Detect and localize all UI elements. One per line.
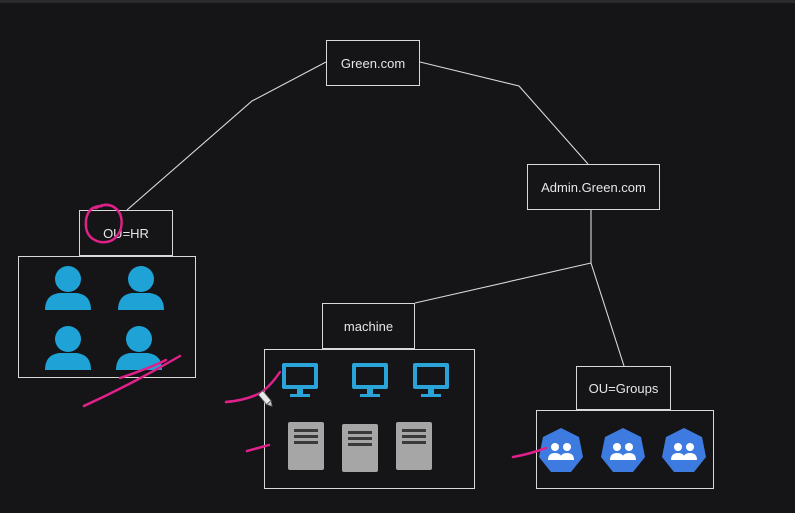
top-strip xyxy=(0,0,795,3)
edge-root-hr xyxy=(126,61,327,211)
node-ou-groups-label: OU=Groups xyxy=(588,380,659,396)
node-green-com: Green.com xyxy=(326,40,420,86)
groups-members-box xyxy=(536,410,714,489)
node-green-com-label: Green.com xyxy=(340,55,406,71)
edge-admin-machine xyxy=(414,262,592,304)
node-admin-green-com-label: Admin.Green.com xyxy=(541,179,646,195)
node-ou-hr: OU=HR xyxy=(79,210,173,256)
edge-admin-groups xyxy=(590,262,625,367)
node-ou-hr-label: OU=HR xyxy=(103,225,149,241)
hr-members-box xyxy=(18,256,196,378)
node-ou-groups: OU=Groups xyxy=(576,366,671,410)
node-admin-green-com: Admin.Green.com xyxy=(527,164,660,210)
machine-members-box xyxy=(264,349,475,489)
node-machine: machine xyxy=(322,303,415,349)
node-machine-label: machine xyxy=(343,318,394,334)
edge-root-admin xyxy=(419,61,589,165)
